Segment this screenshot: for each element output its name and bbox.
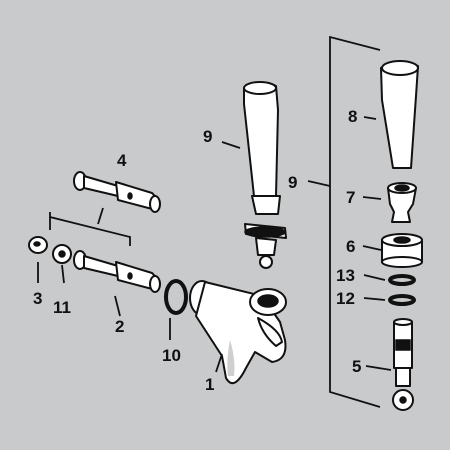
part-4-shank: [73, 171, 161, 213]
label-12: 12: [336, 289, 355, 308]
label-11: 11: [53, 298, 71, 317]
part-12-ring: [388, 294, 416, 306]
right-bracket: [307, 35, 381, 408]
part-11-washer: [52, 244, 72, 264]
part-5-lever-stem: [392, 318, 414, 411]
label-8: 8: [348, 107, 357, 126]
label-5: 5: [352, 357, 361, 376]
label-10: 10: [162, 346, 181, 365]
part-10-oring: [164, 279, 188, 315]
left-bracket: [49, 207, 131, 246]
label-1: 1: [205, 375, 214, 394]
part-1-faucet-body: [189, 280, 287, 385]
part-labels: 9 4 9 8 7 6 13 12 5 3 11 2 10 1: [33, 107, 361, 394]
part-13-ring: [388, 274, 416, 286]
label-3: 3: [33, 289, 42, 308]
part-6-nut: [381, 233, 423, 268]
label-4: 4: [117, 151, 127, 170]
label-6: 6: [346, 237, 355, 256]
part-2-shank: [73, 250, 161, 293]
part-9-assembled-handle: [243, 81, 287, 269]
part-8-handle: [380, 60, 419, 169]
part-7-collar: [387, 182, 417, 223]
part-3-cap: [28, 236, 48, 254]
label-7: 7: [346, 188, 355, 207]
label-2: 2: [115, 317, 124, 336]
label-9-left: 9: [203, 127, 212, 146]
leader-lines: [37, 116, 392, 373]
label-9-right: 9: [288, 173, 297, 192]
label-13: 13: [336, 266, 355, 285]
